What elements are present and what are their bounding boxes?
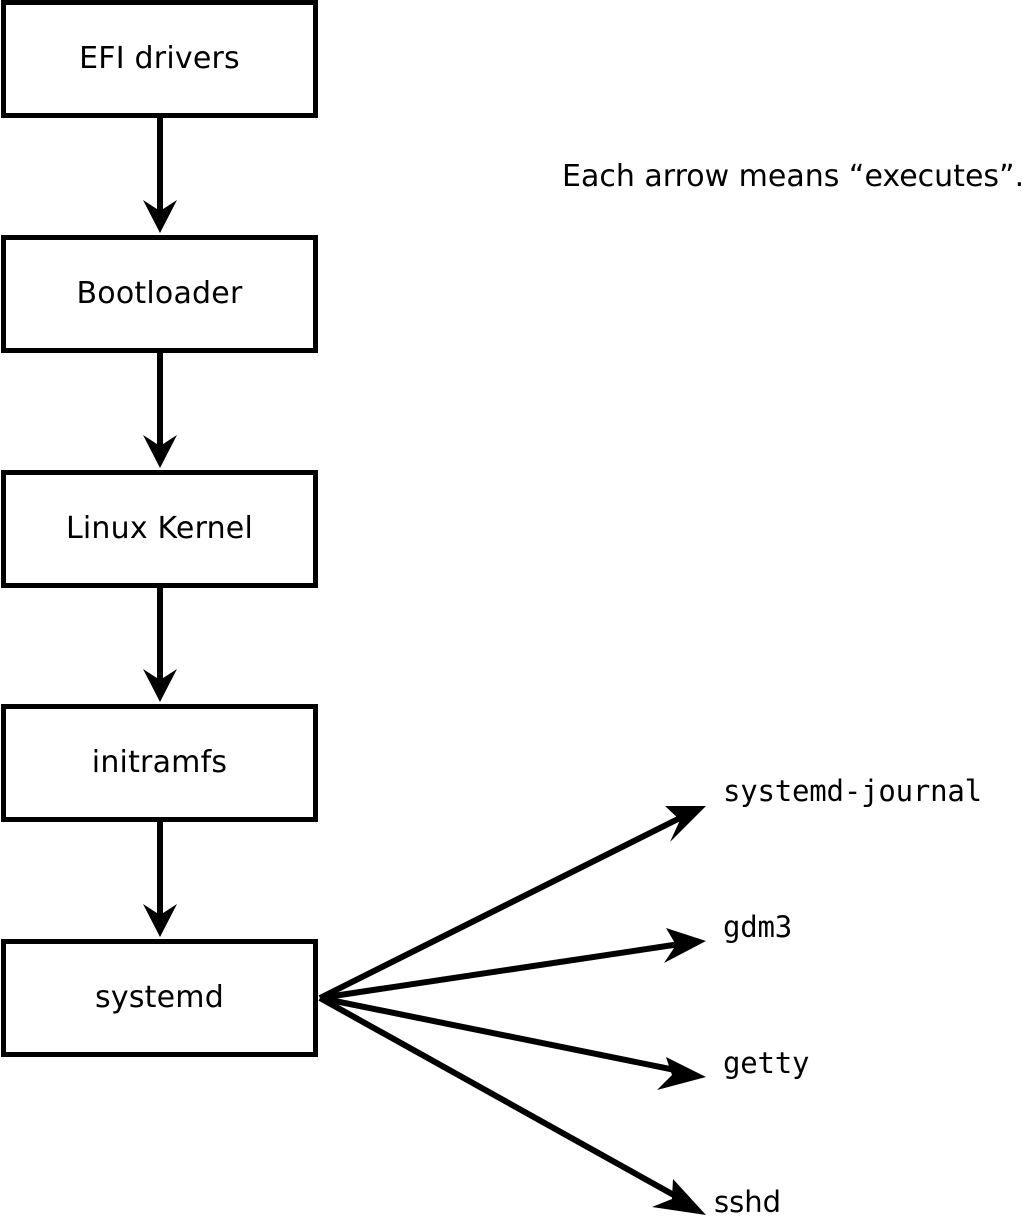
arrow-systemd-to-gdm3 <box>319 928 706 1001</box>
node-bootloader[interactable]: Bootloader <box>1 235 318 353</box>
node-label-linux-kernel: Linux Kernel <box>65 511 253 546</box>
node-label-efi-drivers: EFI drivers <box>79 41 240 76</box>
arrow-systemd-to-sshd <box>318 995 706 1215</box>
service-label-gdm3[interactable]: gdm3 <box>723 910 793 944</box>
arrow-linux-kernel-to-initramfs <box>143 588 177 702</box>
node-systemd[interactable]: systemd <box>1 939 318 1057</box>
service-label-sshd[interactable]: sshd <box>714 1185 782 1219</box>
node-linux-kernel[interactable]: Linux Kernel <box>1 470 318 588</box>
service-label-systemd-journal[interactable]: systemd-journal <box>723 774 982 808</box>
arrow-initramfs-to-systemd <box>143 822 177 937</box>
legend-note: Each arrow means “executes”. <box>562 159 1023 194</box>
node-efi-drivers[interactable]: EFI drivers <box>1 0 318 118</box>
node-initramfs[interactable]: initramfs <box>1 704 318 822</box>
arrow-bootloader-to-linux-kernel <box>143 353 177 468</box>
node-label-systemd: systemd <box>95 980 224 1015</box>
arrow-systemd-to-getty <box>319 995 706 1090</box>
node-label-initramfs: initramfs <box>91 745 228 780</box>
arrow-efi-drivers-to-bootloader <box>143 118 177 233</box>
service-label-getty[interactable]: getty <box>723 1046 810 1080</box>
node-label-bootloader: Bootloader <box>76 276 243 311</box>
arrow-systemd-to-systemd-journal <box>318 806 706 1001</box>
